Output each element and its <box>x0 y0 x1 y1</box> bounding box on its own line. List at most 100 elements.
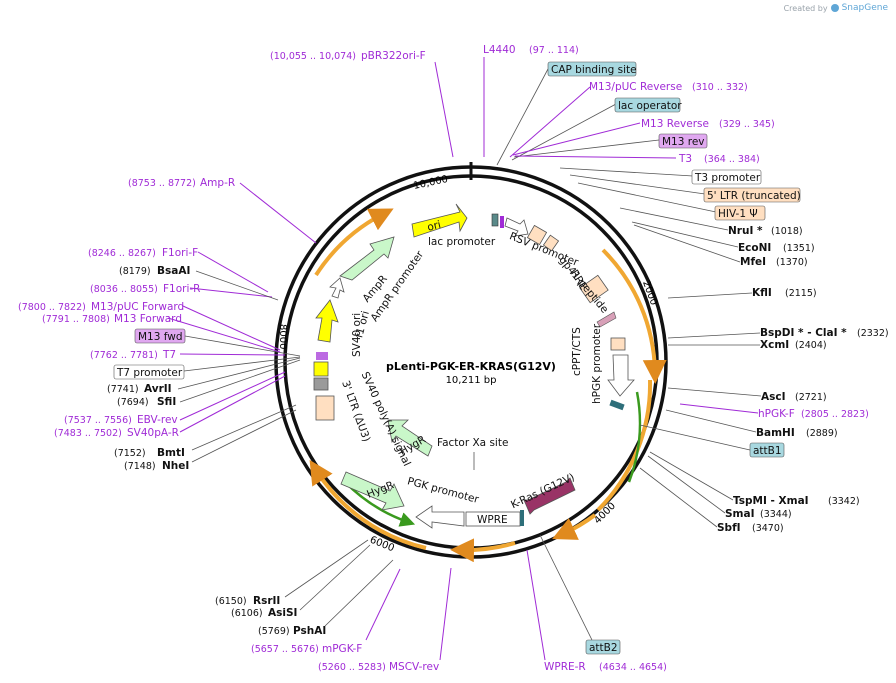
f1-ori-feature[interactable] <box>315 299 339 343</box>
nhei-coord: (7148) <box>124 461 156 472</box>
msvrev-name: MSCV-rev <box>389 661 439 673</box>
m13rev-primer-mark <box>500 216 504 228</box>
t3prom-box[interactable] <box>691 169 762 185</box>
rsrii-coord: (6150) <box>215 596 247 607</box>
sfii-coord: (7694) <box>117 397 149 408</box>
m13fwd-label: M13 fwd <box>138 331 183 343</box>
hygr-outer-feature[interactable] <box>340 471 405 511</box>
xcmi-coord: (2404) <box>795 340 827 351</box>
sbfi-coord: (3470) <box>752 523 784 534</box>
bspdi-name: BspDI * - ClaI * <box>760 327 847 339</box>
ampr-feature[interactable] <box>339 236 395 281</box>
asci-coord: (2721) <box>795 392 827 403</box>
bmti-name: BmtI <box>157 447 185 459</box>
asci-name: AscI <box>761 391 786 403</box>
ltr3-feature[interactable] <box>315 395 335 421</box>
ori-feature[interactable] <box>411 203 468 238</box>
lacop-box[interactable] <box>614 97 681 113</box>
nrui-coord: (1018) <box>771 226 803 237</box>
hygr-inner-feature[interactable] <box>387 419 433 457</box>
m13-reverse-name: M13 Reverse <box>641 118 709 130</box>
bsaai-coord: (8179) <box>119 266 151 277</box>
kfli-coord: (2115) <box>785 288 817 299</box>
econi-name: EcoNI <box>738 242 771 254</box>
pgk-promoter-label: PGK promoter <box>406 475 481 506</box>
smai-name: SmaI <box>725 508 755 520</box>
ebvrev-name: EBV-rev <box>137 414 178 426</box>
m13fwd-box[interactable] <box>134 328 186 344</box>
plasmid-length: 10,211 bp <box>446 375 497 386</box>
cap-box[interactable] <box>547 61 637 77</box>
hiv-psi-feature[interactable] <box>542 234 560 252</box>
rsrii-name: RsrII <box>253 595 280 607</box>
t3-name: T3 <box>678 153 692 165</box>
m13rev-box[interactable] <box>658 133 708 149</box>
pgk-promoter-feature[interactable] <box>415 505 465 529</box>
m13puc-fwd-coord: (7800 .. 7822) <box>18 302 86 313</box>
sv40-polya-label: SV40 poly(A) signal <box>359 370 413 468</box>
mpgkf-name: mPGK-F <box>322 643 362 655</box>
tspmi-coord: (3342) <box>828 496 860 507</box>
hpgk-promoter-feature[interactable] <box>607 354 635 397</box>
bamhi-name: BamHI <box>756 427 795 439</box>
bsaai-name: BsaAI <box>157 265 190 277</box>
arc-bottom <box>450 538 516 563</box>
sv40par-name: SV40pA-R <box>127 427 179 439</box>
l4440-name: L4440 <box>483 44 516 56</box>
mfei-coord: (1370) <box>776 257 808 268</box>
attb2-box[interactable] <box>585 639 621 655</box>
wpre-label: WPRE <box>477 514 508 526</box>
ltr5-box[interactable] <box>703 187 801 203</box>
pshai-coord: (5769) <box>258 626 290 637</box>
leader-lines <box>167 57 762 661</box>
ori-label: ori <box>426 219 442 234</box>
attb1-feature[interactable] <box>609 399 625 411</box>
factor-xa-label: Factor Xa site <box>437 437 508 449</box>
ampr-primer-coord: (8753 .. 8772) <box>128 178 196 189</box>
cppt-feature[interactable] <box>610 337 626 351</box>
avrii-name: AvrII <box>144 383 172 395</box>
attb1-box[interactable] <box>749 442 785 458</box>
t7prom-label: T7 promoter <box>116 367 183 379</box>
m13-reverse-coord: (329 .. 345) <box>719 119 775 130</box>
rsv-promoter-feature[interactable] <box>504 217 529 237</box>
sv40-polya-feature[interactable] <box>313 377 329 391</box>
hiv-box[interactable] <box>714 205 766 221</box>
hiv-label: HIV-1 Ψ <box>718 208 758 220</box>
smai-coord: (3344) <box>760 509 792 520</box>
arc-right-upper <box>601 248 667 384</box>
m13forward-coord: (7791 .. 7808) <box>42 314 110 325</box>
gp41-feature[interactable] <box>596 311 617 328</box>
snapgene-logo-icon <box>830 4 839 12</box>
tspmi-name: TspMI - XmaI <box>733 495 809 507</box>
credit-brand: SnapGene <box>841 3 888 13</box>
sv40-ori-feature[interactable] <box>313 361 329 377</box>
cap-site-feature[interactable] <box>491 213 499 227</box>
msvrev-coord: (5260 .. 5283) <box>318 662 386 673</box>
avrii-coord: (7741) <box>107 384 139 395</box>
arc-hpgk <box>627 391 642 483</box>
f1orif-name: F1ori-F <box>162 247 198 259</box>
t3-coord: (364 .. 384) <box>704 154 760 165</box>
attb1-label: attB1 <box>753 445 782 457</box>
t7prom-box[interactable] <box>113 364 185 380</box>
snapgene-credit: Created by SnapGene <box>784 3 888 13</box>
m13puc-fwd-name: M13/pUC Forward <box>91 301 184 313</box>
f1orir-name: F1ori-R <box>163 283 200 295</box>
ampr-promoter-feature[interactable] <box>329 277 345 299</box>
kras-feature[interactable] <box>523 477 576 515</box>
nrui-name: NruI * <box>728 225 763 237</box>
arc-bottom-left <box>309 459 427 550</box>
f1orir-coord: (8036 .. 8055) <box>90 284 158 295</box>
hpgkf-coord: (2805 .. 2823) <box>801 409 869 420</box>
ebvrev-coord: (7537 .. 7556) <box>64 415 132 426</box>
econi-coord: (1351) <box>783 243 815 254</box>
rre-feature[interactable] <box>579 274 609 304</box>
ltr5-feature[interactable] <box>526 224 548 246</box>
bmti-coord: (7152) <box>114 448 146 459</box>
bamhi-coord: (2889) <box>806 428 838 439</box>
attb2-feature[interactable] <box>520 510 524 526</box>
l4440-coord: (97 .. 114) <box>529 45 579 56</box>
t7-name: T7 <box>162 349 176 361</box>
